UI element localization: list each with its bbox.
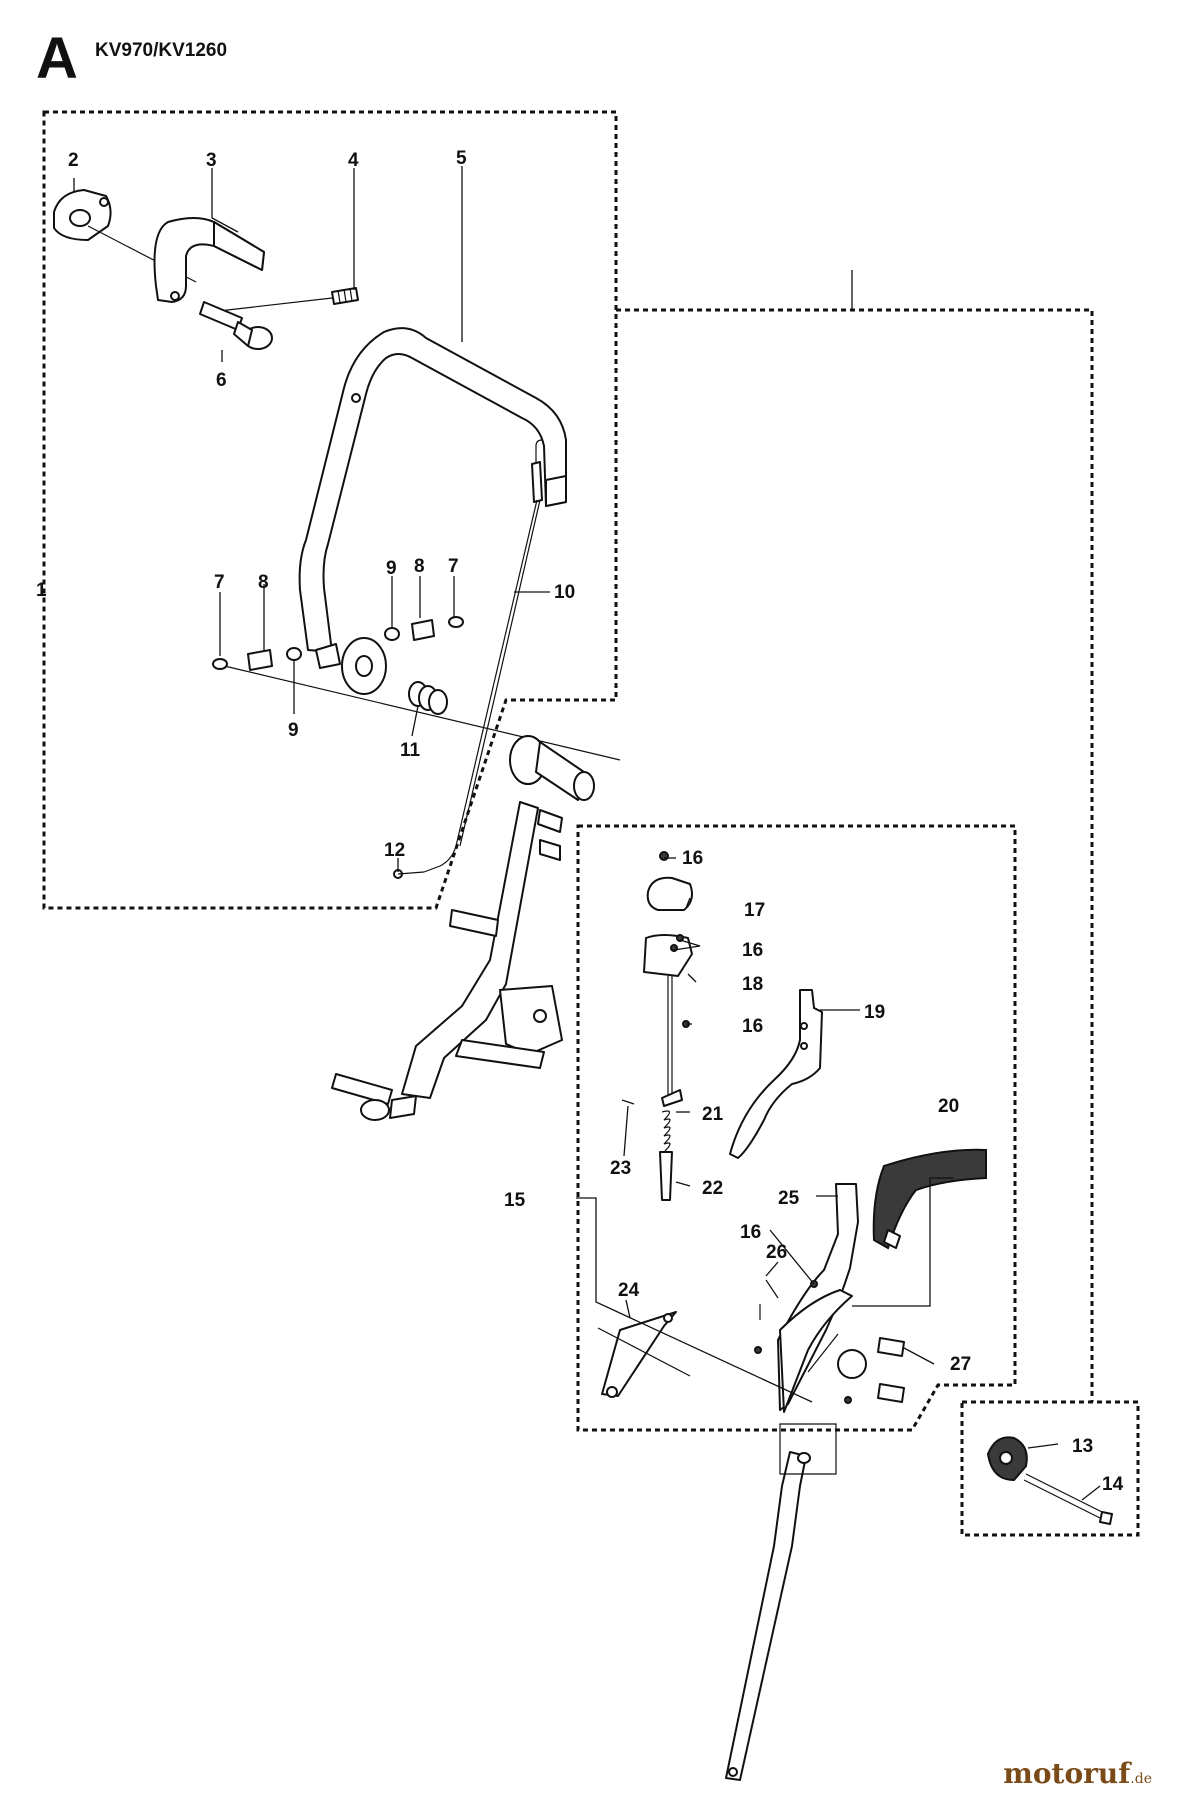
part-20-pad	[872, 1148, 987, 1250]
callout-25: 25	[778, 1188, 800, 1209]
part-23-pin	[621, 1099, 635, 1105]
part-9-washer-left	[286, 647, 302, 661]
part-17-cap	[646, 851, 693, 911]
part-4-screw	[209, 287, 359, 313]
part-18-holder	[643, 934, 693, 977]
callout-16-low: 16	[742, 1016, 763, 1037]
callout-13: 13	[1072, 1436, 1093, 1457]
pivot-hardware	[212, 616, 621, 761]
part-19-guide	[729, 989, 823, 1159]
callout-3: 3	[206, 150, 217, 171]
callout-27: 27	[950, 1354, 971, 1375]
callout-24: 24	[618, 1280, 640, 1301]
part-7-washer-right	[448, 616, 464, 628]
leader-lines	[73, 166, 1101, 1501]
callout-1: 1	[36, 580, 47, 601]
part-10-cable	[423, 439, 543, 873]
lever-assembly-frame	[576, 824, 1017, 1432]
callout-22: 22	[702, 1178, 723, 1199]
long-rod	[725, 1451, 811, 1781]
callout-16-top: 16	[682, 848, 703, 869]
part-8-bushing-left	[247, 649, 273, 671]
part-13-knob	[986, 1436, 1028, 1482]
part-5-handle-bar	[298, 327, 567, 653]
callout-labels: 1 2 3 4 5 6 7 8 9 8 7 10 9 11 12 16 17 1…	[36, 148, 1124, 1495]
callout-5: 5	[456, 148, 467, 169]
callout-14: 14	[1102, 1474, 1124, 1495]
part-27-bolts	[754, 1280, 905, 1404]
callout-15: 15	[504, 1190, 526, 1211]
part-6-pin	[199, 301, 273, 350]
watermark-suffix: .de	[1130, 1771, 1152, 1787]
callout-21: 21	[702, 1104, 724, 1125]
part-9-washer-right	[384, 627, 400, 641]
part-21-22-rod-spring	[659, 976, 690, 1201]
handle-assembly-frame	[42, 110, 618, 910]
part-14-bolt	[1023, 1473, 1113, 1525]
main-frame-body	[331, 735, 595, 1121]
part-11-spring	[408, 681, 448, 715]
callout-19: 19	[864, 1002, 885, 1023]
rod-link-box	[779, 1423, 837, 1475]
callout-20: 20	[938, 1096, 959, 1117]
callout-4: 4	[348, 150, 359, 171]
part-26-pin	[759, 1279, 779, 1320]
watermark-text: motoruf	[1003, 1757, 1131, 1790]
callout-17: 17	[744, 900, 765, 921]
callout-9-right: 9	[386, 558, 397, 579]
section-letter: A	[36, 26, 78, 91]
callout-2: 2	[68, 150, 79, 171]
callout-23: 23	[610, 1158, 631, 1179]
callout-12: 12	[384, 840, 405, 861]
model-title: KV970/KV1260	[95, 40, 228, 61]
watermark: motoruf.de	[1003, 1757, 1152, 1790]
part-2-housing	[53, 189, 197, 283]
part-24-bracket	[597, 1311, 691, 1398]
callout-16-mid: 16	[742, 940, 763, 961]
callout-7-left: 7	[214, 572, 225, 593]
part-25-lever-arm	[777, 1183, 867, 1413]
callout-16-lever: 16	[740, 1222, 761, 1243]
callout-18: 18	[742, 974, 763, 995]
callout-26: 26	[766, 1242, 787, 1263]
part-7-washer-left	[212, 658, 228, 670]
callout-9-left: 9	[288, 720, 299, 741]
callout-11: 11	[400, 740, 421, 761]
knob-assembly-frame	[960, 1400, 1140, 1537]
callout-8-right: 8	[414, 556, 425, 577]
callout-10: 10	[554, 582, 575, 603]
callout-7-right: 7	[448, 556, 459, 577]
callout-6: 6	[216, 370, 227, 391]
part-3-lever	[153, 217, 265, 303]
callout-8-left: 8	[258, 572, 269, 593]
part-8-bushing-right	[411, 619, 435, 641]
